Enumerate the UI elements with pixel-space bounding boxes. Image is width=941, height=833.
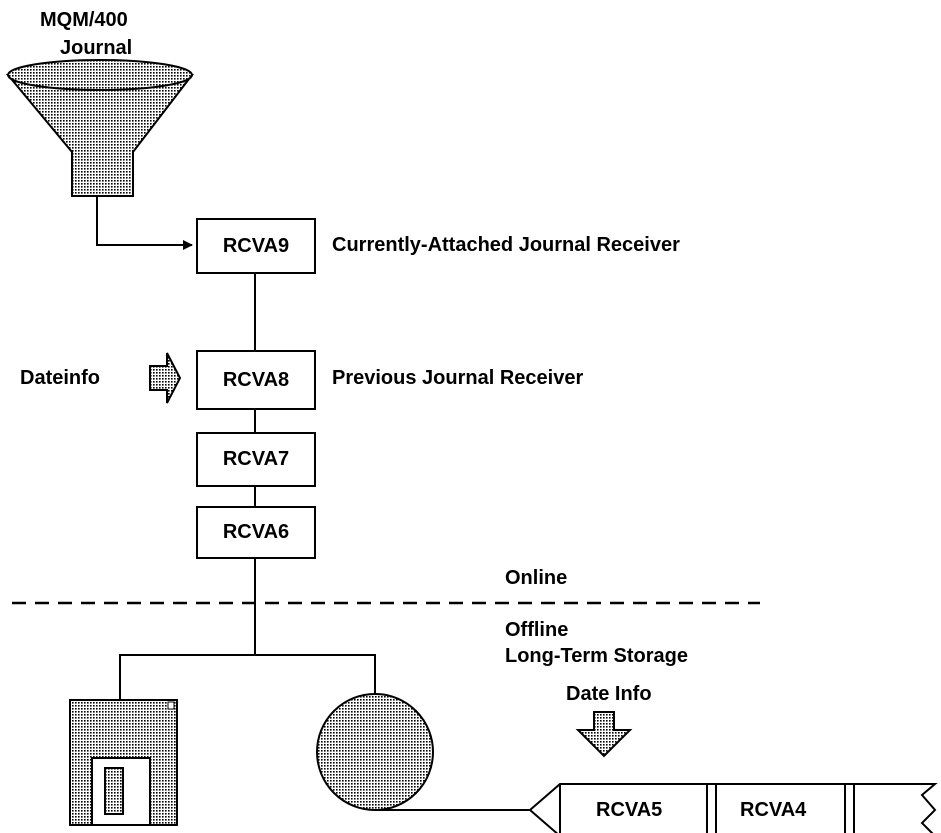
previous-receiver-label: Previous Journal Receiver <box>332 367 584 389</box>
receiver-box-rcva8: RCVA8 <box>196 350 316 410</box>
dateinfo-left-label: Dateinfo <box>20 367 100 389</box>
funnel-to-rcva9-arrow <box>96 196 193 250</box>
long-term-storage-label: Long-Term Storage <box>505 645 688 667</box>
online-label: Online <box>505 567 568 589</box>
dateinfo-arrow-icon <box>149 352 182 404</box>
offline-label: Offline <box>505 619 569 641</box>
journal-funnel-icon <box>5 59 195 197</box>
date-info-tape-label: Date Info <box>566 683 652 705</box>
journal-title-line2: Journal <box>60 37 133 59</box>
current-receiver-label: Currently-Attached Journal Receiver <box>332 234 680 256</box>
journal-title-line1: MQM/400 <box>40 9 128 31</box>
date-info-down-arrow-icon <box>575 711 633 758</box>
floppy-disk-icon <box>69 699 178 826</box>
tape-segment-rcva4: RCVA4 <box>740 799 807 821</box>
receiver-box-rcva9: RCVA9 <box>196 218 316 274</box>
tape-segment-rcva5: RCVA5 <box>596 799 663 821</box>
receiver-box-rcva6: RCVA6 <box>196 506 316 559</box>
tape-strip <box>528 783 938 833</box>
tape-reel-icon <box>316 693 530 811</box>
storage-branch-line <box>119 654 376 700</box>
receiver-box-rcva7: RCVA7 <box>196 432 316 487</box>
